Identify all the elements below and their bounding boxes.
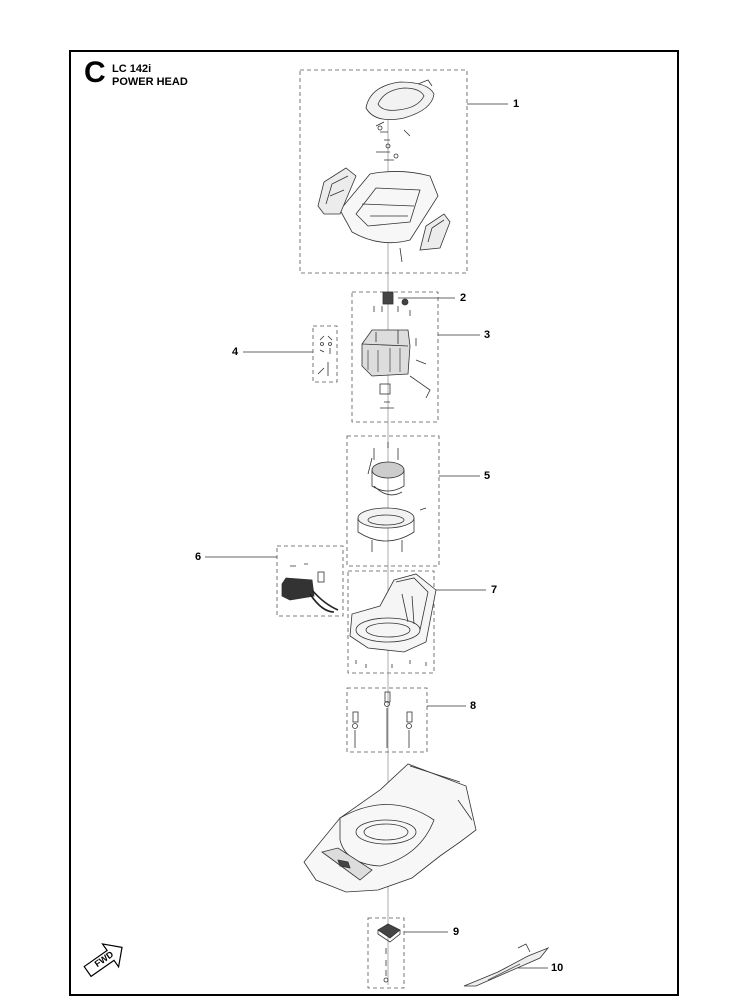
callout-8: 8 xyxy=(470,700,477,712)
group-box-3 xyxy=(351,291,439,423)
part-1-housing xyxy=(339,171,439,263)
callout-1: 1 xyxy=(513,98,520,110)
part-3-small-screws xyxy=(373,298,431,399)
part-2-knob xyxy=(382,291,394,305)
part-3-battery-box xyxy=(361,329,411,409)
model-name: LC 142i xyxy=(112,63,152,75)
callout-7: 7 xyxy=(491,584,498,596)
callout-2: 2 xyxy=(460,292,467,304)
part-1-top-cover xyxy=(365,79,435,121)
callout-9: 9 xyxy=(453,926,460,938)
diagram-frame xyxy=(69,50,679,996)
part-8-bolts xyxy=(352,691,413,748)
group-box-6 xyxy=(276,545,344,617)
callout-5: 5 xyxy=(484,470,491,482)
group-box-9 xyxy=(367,917,405,989)
callout-4: 4 xyxy=(232,346,239,358)
group-box-5 xyxy=(346,435,440,567)
mower-deck xyxy=(303,763,477,893)
section-letter: C xyxy=(84,56,106,89)
fwd-arrow-icon xyxy=(83,943,123,978)
part-7-motor-housing xyxy=(349,573,437,668)
group-box-8 xyxy=(346,687,428,753)
group-box-4 xyxy=(312,325,338,383)
part-5-motor xyxy=(357,442,427,552)
callout-6: 6 xyxy=(195,551,202,563)
part-1-right-panel xyxy=(419,213,451,251)
assembly-name: POWER HEAD xyxy=(112,76,188,88)
part-1-left-panel xyxy=(317,167,357,215)
group-box-1 xyxy=(299,69,468,274)
callout-3: 3 xyxy=(484,329,491,341)
group-box-7 xyxy=(347,570,435,674)
part-10-blade xyxy=(463,943,550,987)
part-9-blade-adapter xyxy=(377,923,401,983)
part-6-charger xyxy=(281,563,339,613)
part-4-parts xyxy=(317,335,333,376)
callout-10: 10 xyxy=(551,962,564,974)
part-1-small-parts xyxy=(375,121,411,161)
